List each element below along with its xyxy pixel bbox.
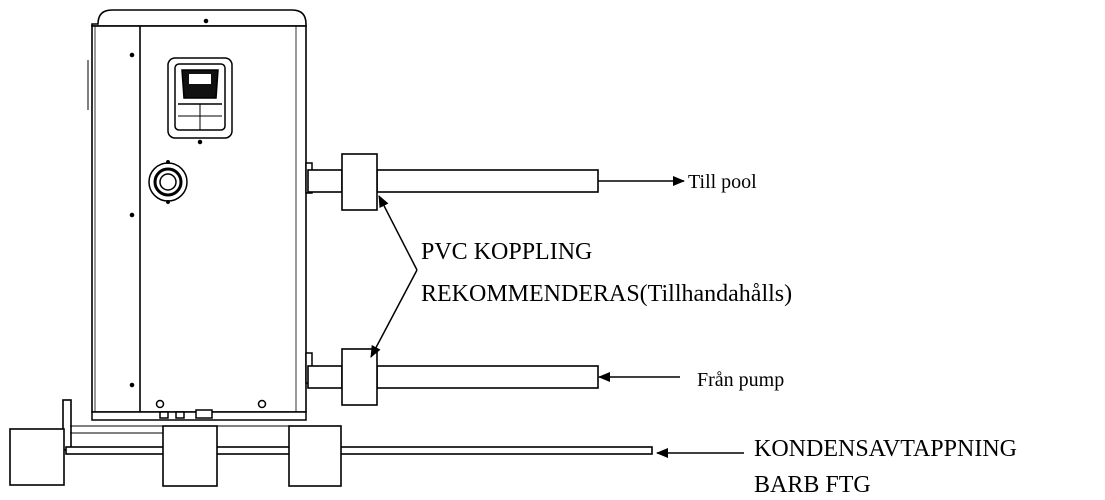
pressure-gauge	[148, 160, 188, 204]
outlet-pipe-short	[307, 169, 343, 193]
unit-top-cap	[91, 9, 307, 27]
unit-connection-stubs	[305, 162, 313, 384]
inlet-pipe-long	[376, 365, 599, 389]
coupling-callout-arrows	[370, 195, 418, 358]
base-foot-right	[288, 425, 342, 487]
to-pool-label: Till pool	[688, 171, 757, 193]
coupling-label-line2: REKOMMENDERAS(Tillhandahålls)	[421, 281, 792, 307]
drain-label-line2: BARB FTG	[754, 472, 871, 498]
drain-pipe	[65, 446, 653, 455]
outlet-pipe-assembly	[307, 153, 599, 211]
drain-label-line1: KONDENSAVTAPPNING	[754, 436, 1017, 462]
coupling-label-line1: PVC KOPPLING	[421, 239, 592, 265]
inlet-pipe-short	[307, 365, 343, 389]
unit-base	[91, 399, 307, 421]
from-pump-label: Från pump	[697, 369, 784, 391]
control-panel	[167, 57, 233, 145]
drain-cap-left	[9, 428, 65, 486]
inlet-pipe-assembly	[307, 348, 599, 406]
outlet-pipe-long	[376, 169, 599, 193]
condensate-drain-assembly	[9, 399, 653, 487]
inlet-pvc-coupling	[341, 348, 378, 406]
outlet-pvc-coupling	[341, 153, 378, 211]
base-foot-center	[162, 425, 218, 487]
